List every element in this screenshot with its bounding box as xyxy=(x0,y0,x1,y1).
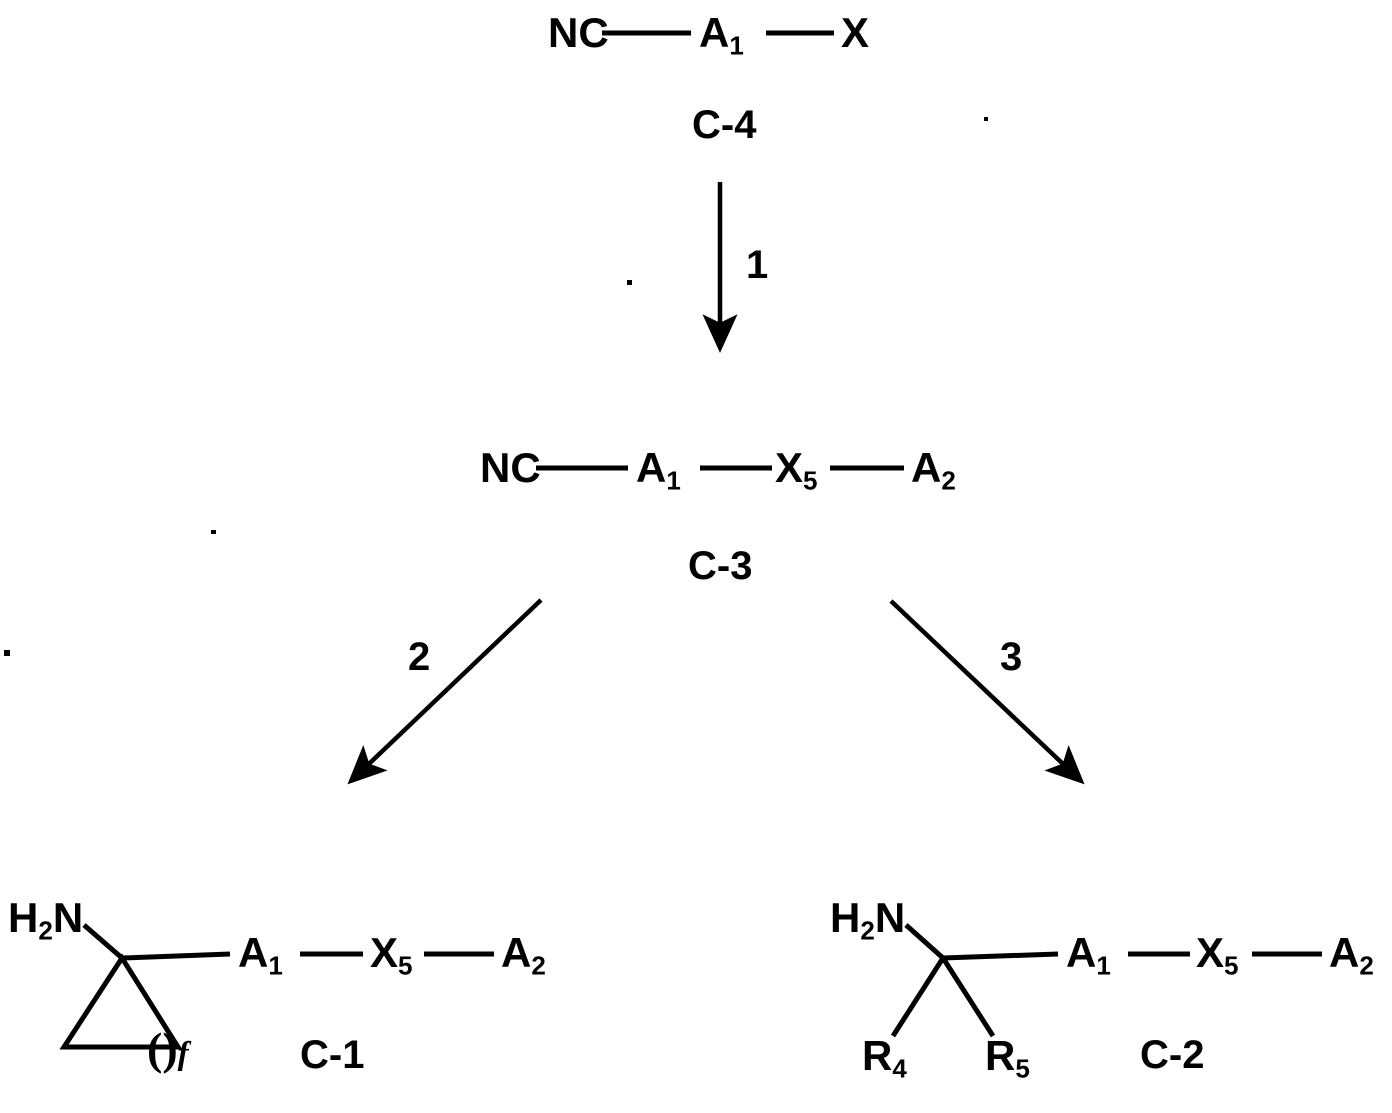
c3-a1-subscript: 1 xyxy=(666,465,681,496)
c3-a2-label: A2 xyxy=(911,444,956,496)
compound-label-c4: C-4 xyxy=(692,103,757,147)
compound-label-c1: C-1 xyxy=(300,1033,365,1077)
c1-x5-subscript: 5 xyxy=(398,950,413,981)
c1-x5-element: X xyxy=(370,929,399,976)
step-label-3: 3 xyxy=(1000,635,1023,679)
bond-c2-c-r4 xyxy=(890,956,946,1038)
step-label-2: 2 xyxy=(408,635,431,679)
c1-h2n-n: N xyxy=(52,894,84,941)
c2-x5-label: X5 xyxy=(1196,929,1239,981)
bond-c2-c-a1 xyxy=(942,951,1059,961)
compound-label-c3: C-3 xyxy=(688,544,753,588)
c3-nc-label: NC xyxy=(480,444,541,491)
bond-c1-ring-a1 xyxy=(121,951,231,961)
c1-a1-element: A xyxy=(238,929,269,976)
ring-repeat-subscript: f xyxy=(177,1035,189,1072)
c1-a2-element: A xyxy=(501,929,532,976)
c2-r4-element: R xyxy=(862,1032,893,1079)
c2-r5-label: R5 xyxy=(985,1032,1030,1084)
bond-c1-n-to-ring xyxy=(82,923,124,960)
paren-open: ( xyxy=(147,1023,163,1074)
c1-a2-label: A2 xyxy=(501,929,546,981)
c2-r5-element: R xyxy=(985,1032,1016,1079)
step-label-1: 1 xyxy=(746,243,769,287)
c2-h2n-label: H2N xyxy=(830,894,906,946)
c1-a1-label: A1 xyxy=(238,929,283,981)
c3-x5-label: X5 xyxy=(775,444,818,496)
c2-a2-label: A2 xyxy=(1329,929,1374,981)
compound-label-c2: C-2 xyxy=(1140,1033,1205,1077)
c1-h2n-subscript: 2 xyxy=(38,915,53,946)
c1-x5-label: X5 xyxy=(370,929,413,981)
paren-close: ) xyxy=(162,1023,178,1074)
c4-a1-subscript: 1 xyxy=(729,30,744,61)
c4-nc-label: NC xyxy=(548,9,609,56)
c2-x5-subscript: 5 xyxy=(1224,950,1239,981)
c3-a2-subscript: 2 xyxy=(941,465,956,496)
c2-r4-label: R4 xyxy=(862,1032,907,1084)
c4-x-label: X xyxy=(841,9,870,56)
c2-h2n-subscript: 2 xyxy=(860,915,875,946)
scan-speck-2 xyxy=(627,280,632,285)
c3-a1-element: A xyxy=(636,444,667,491)
scan-speck-3 xyxy=(211,530,216,534)
c1-a2-subscript: 2 xyxy=(531,950,546,981)
c2-a1-label: A1 xyxy=(1066,929,1111,981)
c2-a1-element: A xyxy=(1066,929,1097,976)
c2-r4-subscript: 4 xyxy=(892,1053,907,1084)
bond-c2-c-r5 xyxy=(940,956,996,1038)
c3-x5-subscript: 5 xyxy=(803,465,818,496)
c3-a1-label: A1 xyxy=(636,444,681,496)
c2-x5-element: X xyxy=(1196,929,1225,976)
c2-h2n-h: H xyxy=(830,894,861,941)
scan-speck-1 xyxy=(984,117,988,121)
c1-h2n-label: H2N xyxy=(8,894,84,946)
c4-a1-element: A xyxy=(699,9,730,56)
ring-repeat-notation-f: ()f xyxy=(147,1026,189,1072)
c2-a1-subscript: 1 xyxy=(1096,950,1111,981)
c1-a1-subscript: 1 xyxy=(268,950,283,981)
c1-h2n-h: H xyxy=(8,894,39,941)
c2-a2-element: A xyxy=(1329,929,1360,976)
bond-c2-n-to-c xyxy=(904,923,945,960)
scan-speck-4 xyxy=(4,650,10,656)
c4-a1-label: A1 xyxy=(699,9,744,61)
arrow-step-2 xyxy=(347,598,543,785)
c3-x5-element: X xyxy=(775,444,804,491)
c2-h2n-n: N xyxy=(874,894,906,941)
c3-a2-element: A xyxy=(911,444,942,491)
arrow-step-3 xyxy=(889,599,1085,785)
c2-r5-subscript: 5 xyxy=(1015,1053,1030,1084)
c2-a2-subscript: 2 xyxy=(1359,950,1374,981)
